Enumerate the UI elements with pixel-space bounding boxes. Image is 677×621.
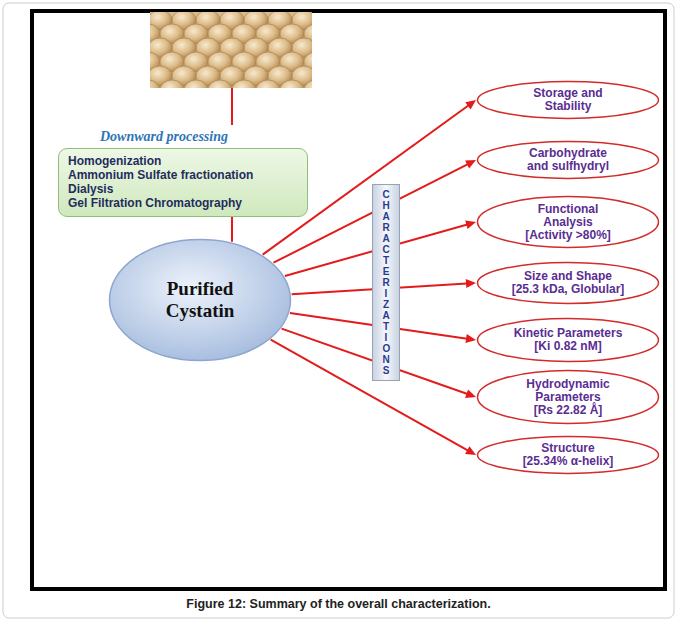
process-step: Dialysis [68,182,298,196]
process-step: Gel Filtration Chromatography [68,196,298,210]
result-label: [25.34% α-helix] [493,455,643,468]
result-ellipse: Structure[25.34% α-helix] [476,435,660,475]
connector-line [271,340,468,451]
result-label: [Activity >80%] [493,229,643,242]
text-holder: Storage and Stability [476,87,660,113]
section-heading: Downward processing [58,128,308,146]
arrow-head [465,100,476,110]
result-label: Carbohydrate and sulfhydryl [523,147,613,173]
text-holder: Carbohydrate and sulfhydryl [476,147,660,173]
circle-shape [110,240,291,361]
result-label: Functional Analysis [518,203,618,229]
process-step: Ammonium Sulfate fractionation [68,168,298,182]
result-label: Structure [498,442,638,455]
process-step: Homogenization [68,154,298,168]
product-label: Purified Cystatin [150,278,250,322]
text-holder: Purified Cystatin [108,278,292,322]
product-circle: Purified Cystatin [108,238,292,362]
outer-frame [32,11,665,589]
ellipse-shape [478,142,659,179]
arrow-head [466,279,476,288]
page-border [3,3,674,618]
vertical-band: CHARACTERIZATIONS [372,184,400,381]
band-label: CHARACTERIZATIONS [383,189,390,376]
text-holder: Size and Shape[25.3 kDa, Globular] [476,270,660,296]
result-label: Kinetic Parameters [498,327,638,340]
process-box: Downward processingHomogenizationAmmoniu… [58,128,308,217]
text-holder: Structure[25.34% α-helix] [476,442,660,468]
process-box-body: HomogenizationAmmonium Sulfate fractiona… [58,148,308,217]
photo-leader-line [231,88,233,125]
result-ellipse: Functional Analysis[Activity >80%] [476,195,660,249]
ellipse-shape [478,319,659,362]
text-holder: Kinetic Parameters[Ki 0.82 nM] [476,327,660,353]
chickpea-photo [150,12,312,88]
result-label: Hydrodynamic Parameters [513,378,623,404]
ellipse-shape [478,263,659,304]
ellipse-shape [478,437,659,474]
result-label: [25.3 kDa, Globular] [493,283,643,296]
ellipse-shape [478,197,659,248]
text-holder: Hydrodynamic Parameters[Rs 22.82 Å] [476,378,660,417]
ellipse-shape [478,82,659,119]
result-label: [Ki 0.82 nM] [493,340,643,353]
result-ellipse: Kinetic Parameters[Ki 0.82 nM] [476,317,660,363]
figure-caption: Figure 12: Summary of the overall charac… [0,597,677,611]
result-label: Size and Shape [498,270,638,283]
text-holder: Functional Analysis[Activity >80%] [476,203,660,242]
result-ellipse: Hydrodynamic Parameters[Rs 22.82 Å] [476,369,660,425]
result-ellipse: Storage and Stability [476,80,660,120]
result-ellipse: Size and Shape[25.3 kDa, Globular] [476,261,660,305]
result-label: [Rs 22.82 Å] [493,404,643,417]
connector-line [231,217,233,242]
connector [232,217,233,242]
ellipse-shape [478,371,659,424]
result-label: Storage and Stability [518,87,618,113]
result-ellipse: Carbohydrate and sulfhydryl [476,140,660,180]
